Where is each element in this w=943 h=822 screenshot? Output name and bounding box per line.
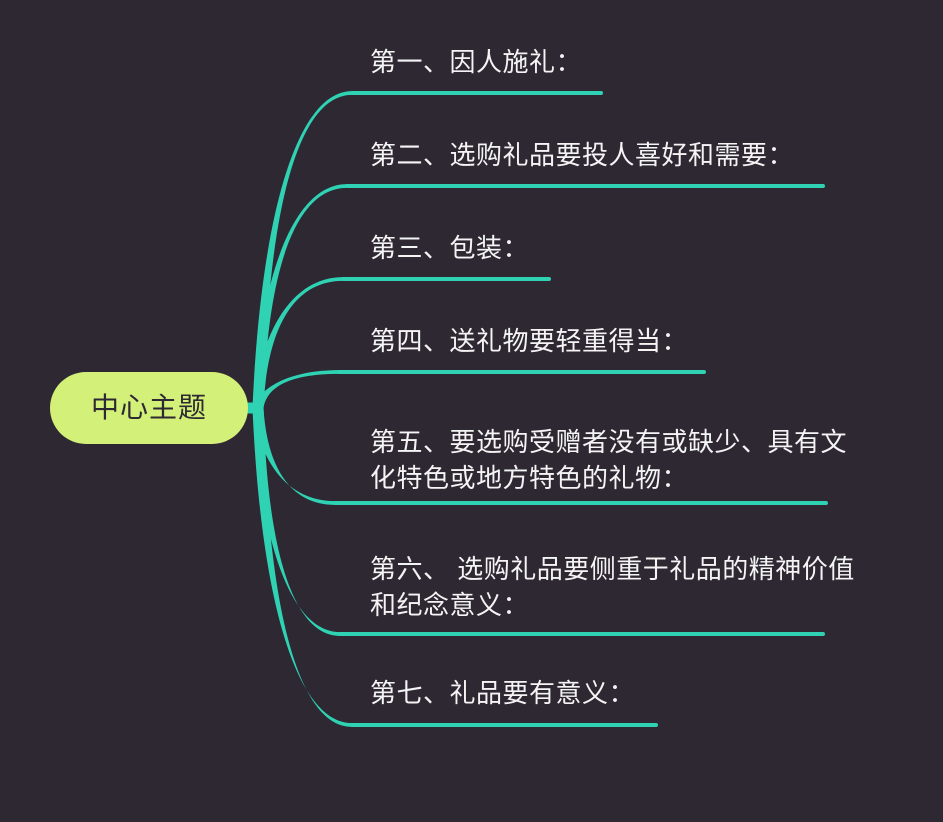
connector-curve-3 xyxy=(252,277,343,408)
branch-label-6: 第六、 选购礼品要侧重于礼品的精神价值和纪念意义： xyxy=(370,554,855,620)
connector-curve-5 xyxy=(252,408,335,505)
connector-curve-4 xyxy=(252,370,339,408)
connector-curves xyxy=(252,91,352,727)
branch-label-2: 第二、选购礼品要投人喜好和需要： xyxy=(370,140,795,170)
branch-2[interactable]: 第二、选购礼品要投人喜好和需要： xyxy=(370,137,863,173)
branch-1[interactable]: 第一、因人施礼： xyxy=(370,44,641,80)
connector-curve-1 xyxy=(252,91,352,408)
branch-label-5: 第五、要选购受赠者没有或缺少、具有文化特色或地方特色的礼物： xyxy=(370,427,848,493)
connector-curve-6 xyxy=(252,408,340,636)
branch-4[interactable]: 第四、送礼物要轻重得当： xyxy=(370,323,744,359)
branch-label-7: 第七、礼品要有意义： xyxy=(370,678,636,708)
connector-curve-7 xyxy=(252,408,352,727)
connector-lines xyxy=(243,91,828,727)
branch-label-3: 第三、包装： xyxy=(370,233,530,263)
branch-7[interactable]: 第七、礼品要有意义： xyxy=(370,675,696,711)
connector-curve-2 xyxy=(252,184,347,408)
branch-label-4: 第四、送礼物要轻重得当： xyxy=(370,326,689,356)
branch-6[interactable]: 第六、 选购礼品要侧重于礼品的精神价值和纪念意义： xyxy=(370,551,863,623)
central-node-label: 中心主题 xyxy=(90,392,207,423)
branch-5[interactable]: 第五、要选购受赠者没有或缺少、具有文化特色或地方特色的礼物： xyxy=(370,424,866,496)
branch-label-1: 第一、因人施礼： xyxy=(370,47,583,77)
central-node[interactable]: 中心主题 xyxy=(50,372,248,444)
branch-3[interactable]: 第三、包装： xyxy=(370,230,589,266)
